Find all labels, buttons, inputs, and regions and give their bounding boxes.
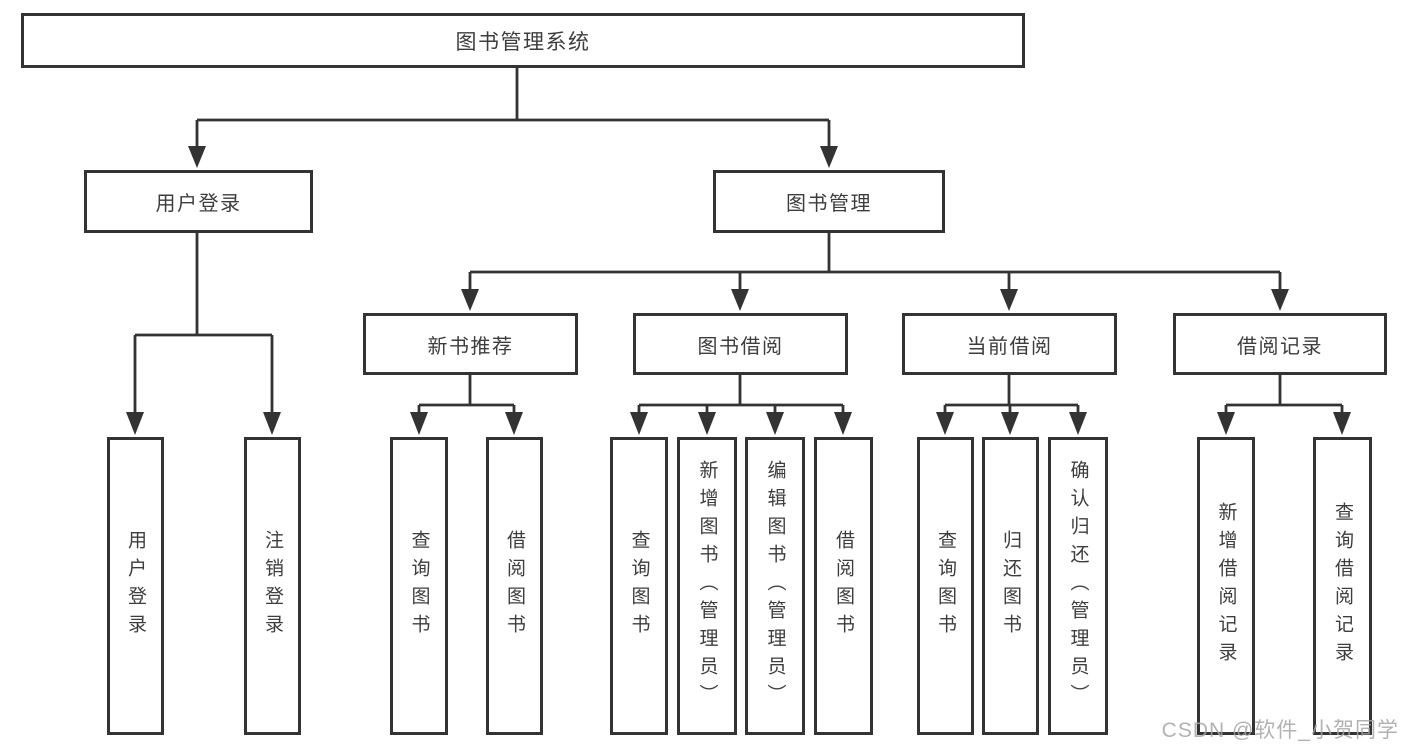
- leaf-query-books-recommend: 查询图书: [390, 437, 448, 735]
- leaf-query-books-current: 查询图书: [917, 437, 974, 735]
- arrow-down-icon: [630, 412, 648, 435]
- leaf-label: 查询图书: [935, 530, 956, 642]
- leaf-query-books-borrowing: 查询图书: [610, 437, 668, 735]
- leaf-borrow-books: 借阅图书: [814, 437, 873, 735]
- leaf-confirm-return-admin: 确认归还（管理员）: [1048, 437, 1108, 735]
- arrow-down-icon: [1217, 412, 1235, 435]
- arrow-down-icon: [1271, 289, 1289, 311]
- arrow-down-icon: [126, 412, 144, 435]
- node-label: 新书推荐: [427, 335, 514, 358]
- arrow-down-icon: [731, 289, 749, 311]
- leaf-label: 新增借阅记录: [1215, 502, 1237, 670]
- leaf-query-borrow-record: 查询借阅记录: [1313, 437, 1372, 735]
- connector-management-to-level3: [468, 233, 1282, 293]
- node-current-borrowing: 当前借阅: [902, 313, 1117, 375]
- arrow-down-icon: [820, 146, 838, 168]
- arrow-down-icon: [505, 412, 523, 435]
- connector-records-to-leaves: [1224, 375, 1344, 416]
- connector-root-to-level2: [195, 68, 831, 150]
- leaf-borrow-books-recommend: 借阅图书: [486, 437, 543, 735]
- arrow-down-icon: [698, 412, 716, 435]
- leaf-edit-book-admin: 编辑图书（管理员）: [745, 437, 805, 735]
- arrow-down-icon: [461, 289, 479, 311]
- leaf-label: 归还图书: [1000, 530, 1021, 642]
- node-book-borrowing: 图书借阅: [633, 313, 848, 375]
- csdn-watermark: CSDN @软件_小贺同学: [1161, 719, 1399, 742]
- node-borrowing-records: 借阅记录: [1173, 313, 1387, 375]
- leaf-label: 查询图书: [408, 530, 430, 642]
- arrow-down-icon: [1333, 412, 1351, 435]
- leaf-label: 确认归还（管理员）: [1067, 460, 1089, 712]
- node-book-management-branch: 图书管理: [713, 170, 945, 233]
- node-new-book-recommendation: 新书推荐: [363, 313, 578, 375]
- arrow-down-icon: [410, 412, 428, 435]
- leaf-label: 借阅图书: [833, 530, 854, 642]
- arrow-down-icon: [1000, 289, 1018, 311]
- node-label: 用户登录: [155, 193, 242, 215]
- arrow-down-icon: [834, 412, 852, 435]
- node-label: 当前借阅: [966, 335, 1053, 358]
- node-label: 图书管理系统: [455, 30, 591, 54]
- arrow-down-icon: [263, 412, 281, 435]
- leaf-user-login: 用户登录: [107, 437, 164, 735]
- leaf-label: 借阅图书: [504, 530, 525, 642]
- leaf-label: 编辑图书（管理员）: [764, 460, 786, 712]
- leaf-label: 查询图书: [628, 530, 650, 642]
- node-label: 图书管理: [786, 193, 872, 215]
- leaf-label: 新增图书（管理员）: [696, 460, 718, 712]
- arrow-down-icon: [188, 146, 206, 168]
- connector-login-to-leaves: [133, 233, 274, 416]
- node-label: 图书借阅: [697, 335, 784, 358]
- leaf-add-borrow-record: 新增借阅记录: [1197, 437, 1255, 735]
- arrow-down-icon: [1069, 412, 1087, 435]
- arrowheads: [126, 146, 1351, 435]
- connector-current-to-leaves: [943, 375, 1080, 416]
- node-label: 借阅记录: [1237, 335, 1323, 358]
- leaf-return-books: 归还图书: [982, 437, 1039, 735]
- leaf-label: 用户登录: [125, 530, 146, 642]
- arrow-down-icon: [766, 412, 784, 435]
- leaf-label: 查询借阅记录: [1332, 502, 1353, 670]
- connector-newbook-to-leaves: [417, 375, 516, 416]
- node-user-login-branch: 用户登录: [84, 170, 313, 233]
- leaf-label: 注销登录: [262, 530, 283, 642]
- arrow-down-icon: [1001, 412, 1019, 435]
- arrow-down-icon: [936, 412, 954, 435]
- node-library-management-system: 图书管理系统: [21, 13, 1025, 68]
- leaf-logout: 注销登录: [244, 437, 301, 735]
- leaf-add-book-admin: 新增图书（管理员）: [677, 437, 737, 735]
- connector-borrow-to-leaves: [637, 375, 845, 416]
